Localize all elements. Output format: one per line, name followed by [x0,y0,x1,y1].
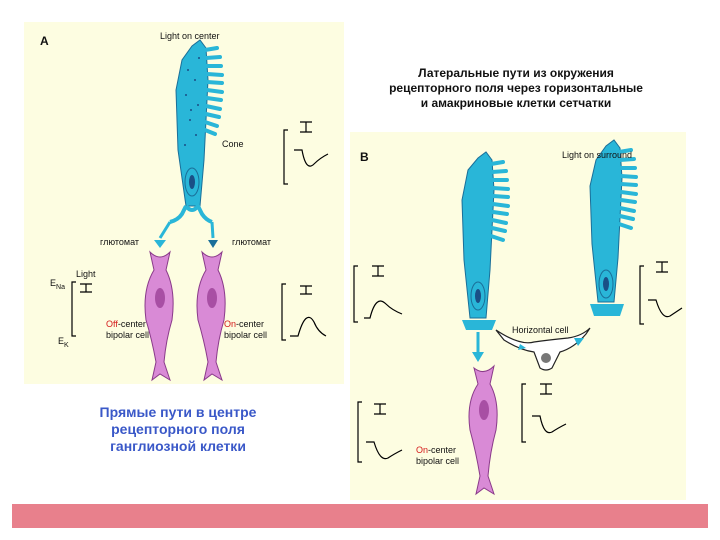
ena-label: ENa [50,278,65,291]
cone-a [169,39,224,224]
cone-b-surround [589,139,638,316]
lateral-title-line1: Латеральные пути из окружения [418,66,614,80]
trace-surround-b [639,261,683,325]
synapse-left-a [154,240,166,248]
synapse-b [472,352,484,362]
trace-off-bipolar-a [71,281,92,337]
cone-b-center [461,151,510,330]
synapse-right-a [208,240,218,248]
trace-horizontal-b [521,383,567,443]
light-on-center-label: Light on center [160,31,220,41]
direct-title-line1: Прямые пути в центре [99,404,257,420]
lateral-pathways-title: Латеральные пути из окружения рецепторно… [358,66,674,111]
on-center-label-a: On-center bipolar cell [224,319,268,340]
panel-a-letter: A [40,34,49,48]
direct-pathways-title: Прямые пути в центре рецепторного поля г… [62,404,294,455]
glutamate-right-label: глютомат [232,237,272,247]
trace-cone-a [283,121,329,185]
lateral-title-line3: и амакриновые клетки сетчатки [420,96,612,110]
on-bipolar-cell [196,250,226,382]
on-bipolar-cell-b [468,364,498,496]
cone-label: Cone [222,139,244,149]
horizontal-cell-label: Horizontal cell [512,325,569,335]
glutamate-left-label: глютомат [100,237,140,247]
light-on-surround-label: Light on surround [562,150,633,160]
direct-title-line3: ганглиозной клетки [110,438,246,454]
ek-label: EK [58,336,69,349]
axon-left-a [158,221,172,239]
lateral-title-line2: рецепторного поля через горизонтальные [389,81,643,95]
axon-right-a [210,221,215,239]
off-bipolar-cell [144,250,174,382]
off-center-label: Off-center bipolar cell [106,319,150,340]
panel-b-letter: B [360,150,369,164]
bottom-bar [12,504,708,528]
trace-bipolar-b [357,401,403,463]
horizontal-cell [495,327,591,371]
light-small-label: Light [76,269,96,279]
direct-title-line2: рецепторного поля [111,421,245,437]
trace-on-bipolar-a [281,283,327,341]
trace-center-b [353,265,403,323]
on-center-label-b: On-center bipolar cell [416,445,460,466]
